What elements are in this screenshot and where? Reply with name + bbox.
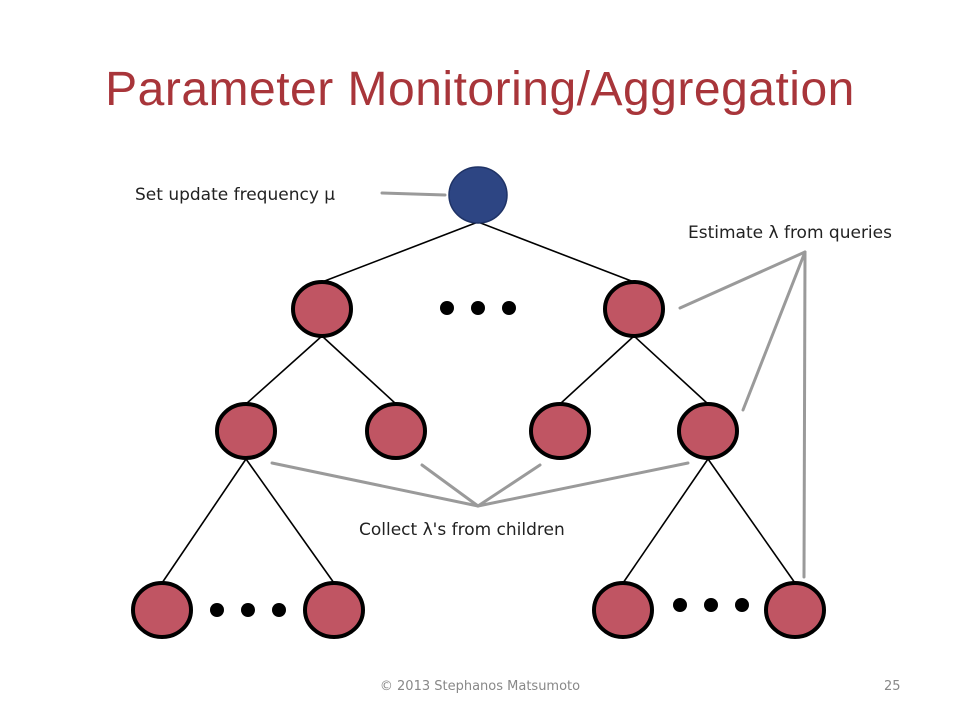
edge-ll-leaf2 <box>245 458 335 584</box>
callout-collect-3 <box>476 463 542 508</box>
edge-left-child2 <box>321 335 397 405</box>
root-node <box>448 166 508 224</box>
tree-nodes <box>131 280 826 639</box>
edge-rr-leaf1 <box>622 458 709 584</box>
node-level1-right <box>603 280 665 338</box>
edge-rr-leaf2 <box>707 458 796 584</box>
callout-lines <box>270 191 807 579</box>
ellipsis-dot <box>502 301 516 315</box>
edge-left-child1 <box>245 335 323 405</box>
ellipsis-dot <box>735 598 749 612</box>
ellipsis-dot <box>440 301 454 315</box>
ellipsis-dot <box>704 598 718 612</box>
callout-collect-1 <box>270 461 480 508</box>
node-level1-left <box>291 280 353 338</box>
label-set-update-frequency: Set update frequency μ <box>135 185 335 205</box>
callout-collect-2 <box>420 463 480 508</box>
slide-title: Parameter Monitoring/Aggregation <box>105 63 855 116</box>
ellipsis-dot <box>673 598 687 612</box>
node-leaf-4 <box>764 581 826 639</box>
ellipsis-top <box>440 301 516 315</box>
tree-edges <box>161 221 796 584</box>
edge-right-child1 <box>559 335 635 405</box>
node-level2-1 <box>215 402 277 460</box>
callout-estimate-2 <box>741 250 807 412</box>
callout-estimate-3 <box>802 250 807 579</box>
node-leaf-2 <box>303 581 365 639</box>
node-leaf-1 <box>131 581 193 639</box>
callout-set-update <box>380 191 447 197</box>
callout-collect-4 <box>476 461 690 508</box>
ellipsis-dot <box>210 603 224 617</box>
ellipsis-bottom-left <box>210 603 286 617</box>
ellipsis-dot <box>241 603 255 617</box>
callout-estimate-1 <box>678 250 807 310</box>
node-level2-4 <box>677 402 739 460</box>
ellipsis-bottom-right <box>673 598 749 612</box>
ellipsis-dot <box>272 603 286 617</box>
footer-copyright: © 2013 Stephanos Matsumoto <box>379 679 581 694</box>
edge-ll-leaf1 <box>161 458 247 584</box>
node-level2-2 <box>365 402 427 460</box>
edge-right-child2 <box>633 335 709 405</box>
label-estimate-lambda: Estimate λ from queries <box>688 223 892 243</box>
edge-root-left <box>321 221 479 283</box>
edge-root-right <box>477 221 635 283</box>
node-level2-3 <box>529 402 591 460</box>
page-number: 25 <box>884 679 901 694</box>
label-collect-lambdas: Collect λ's from children <box>359 520 565 540</box>
node-leaf-3 <box>592 581 654 639</box>
ellipsis-dot <box>471 301 485 315</box>
